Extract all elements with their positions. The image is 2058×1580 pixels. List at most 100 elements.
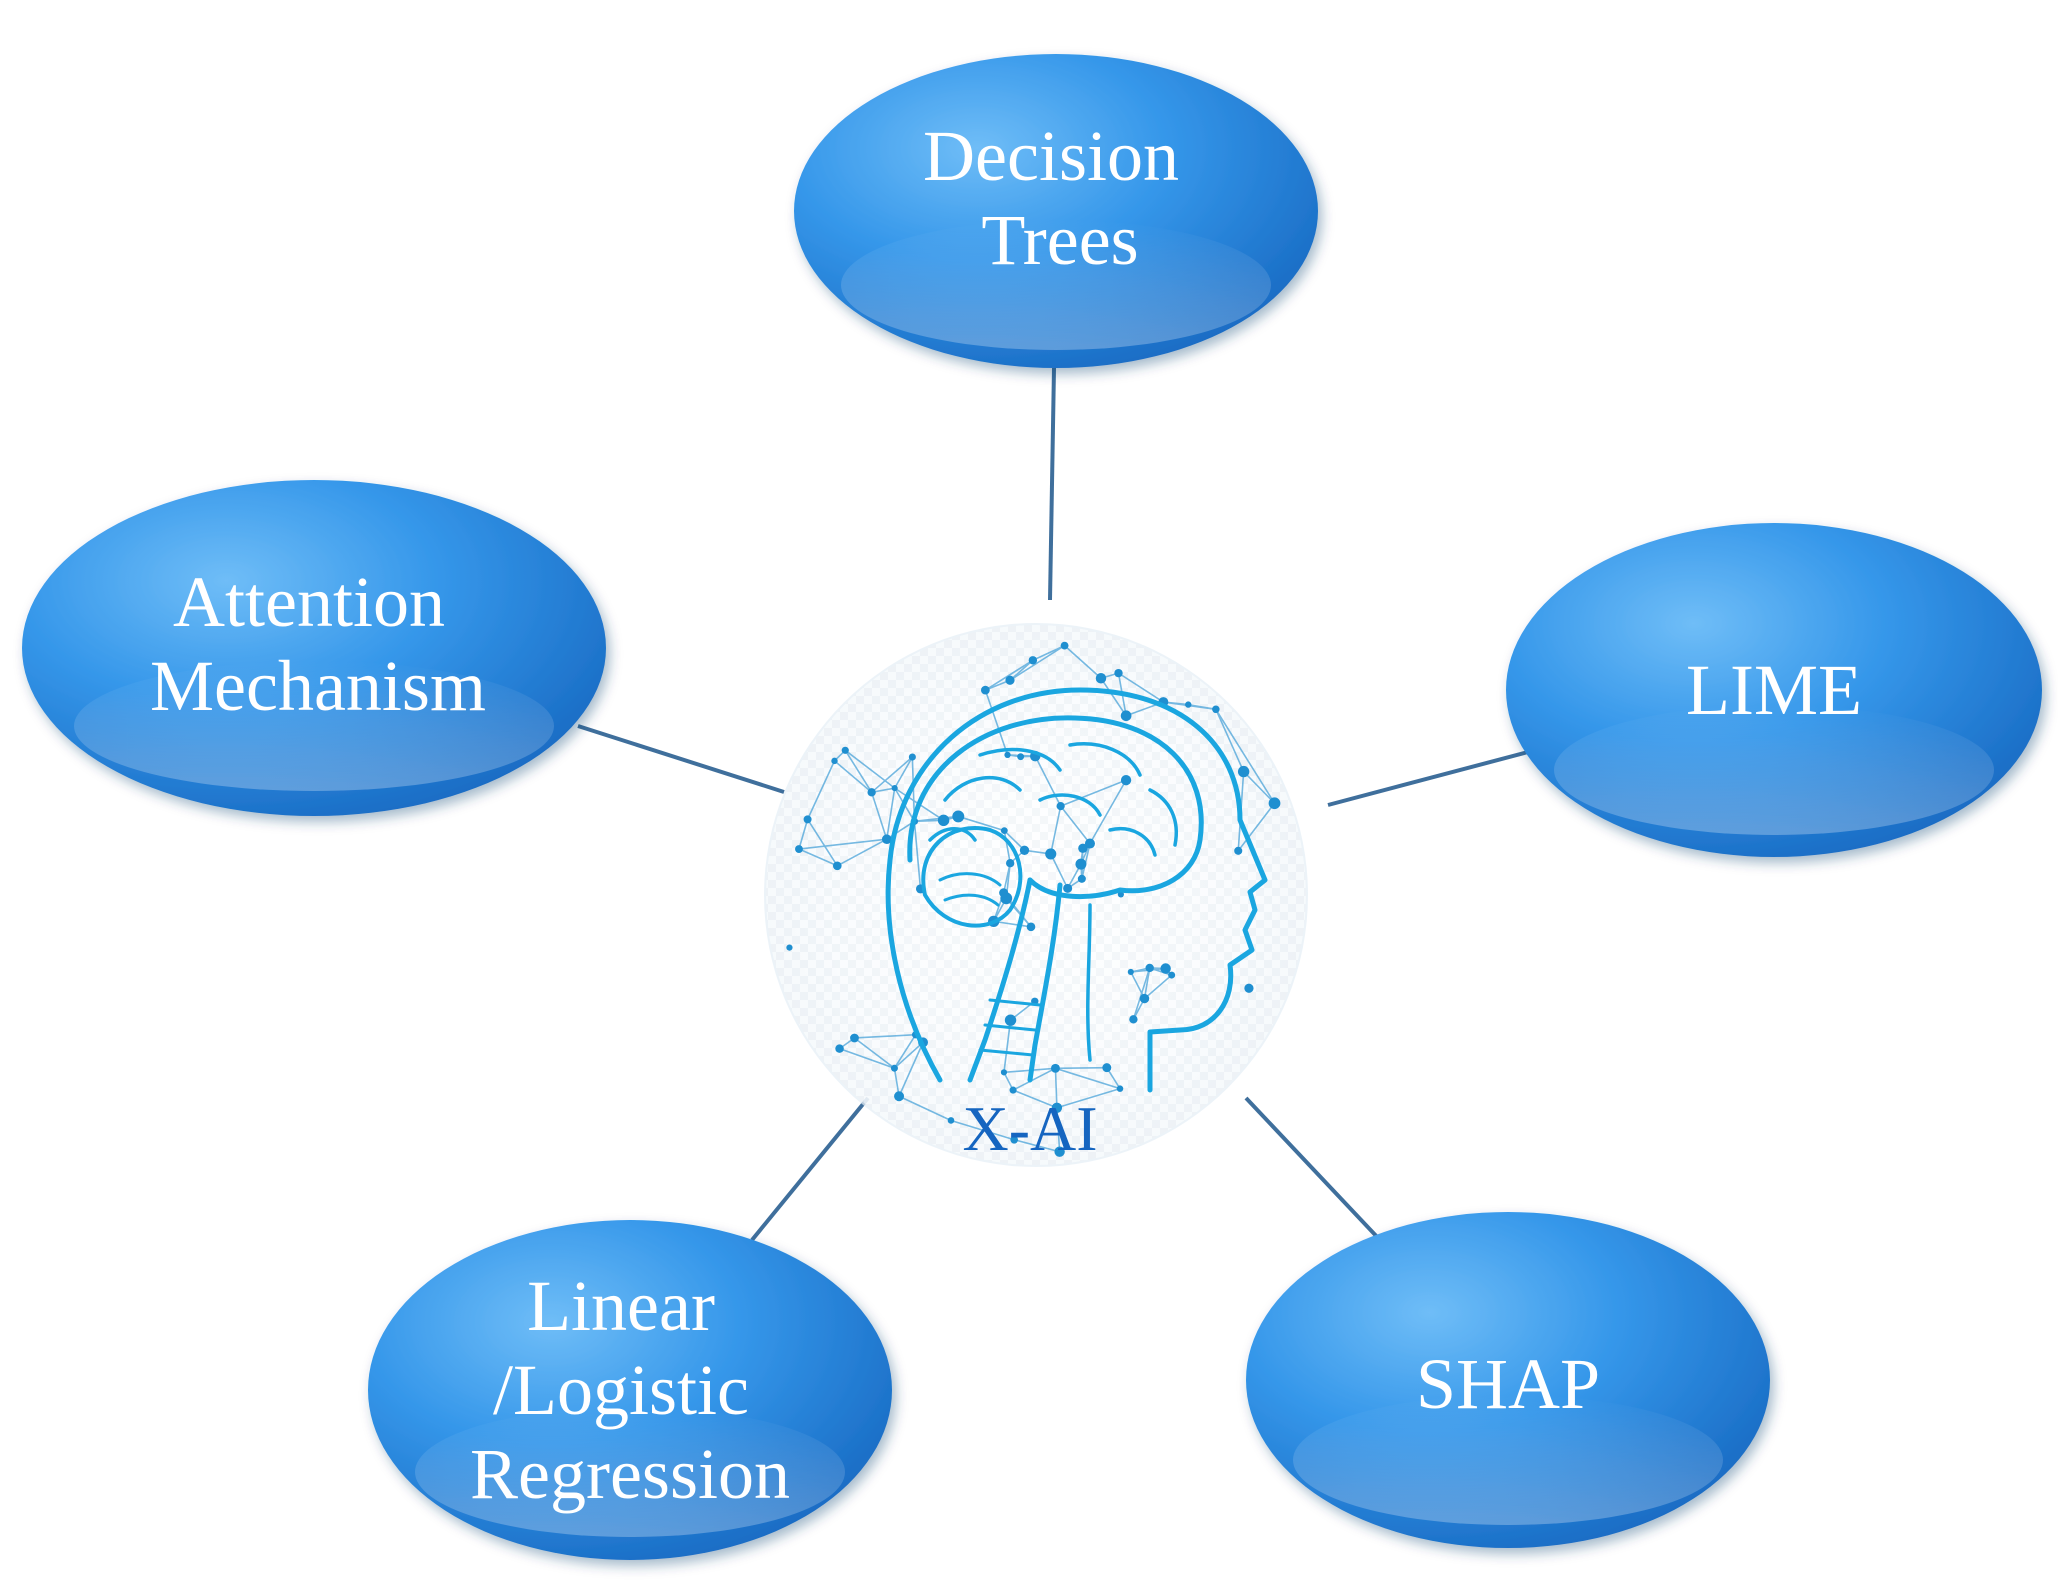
mesh-edge [836,838,888,867]
mesh-edge [893,1034,917,1069]
mesh-node [1234,846,1243,855]
mesh-node [1019,845,1030,855]
mesh-node [881,834,892,845]
mesh-node [1078,843,1088,853]
mesh-node [1139,993,1150,1004]
node-lime [1506,523,2042,857]
mesh-edge [1050,853,1069,889]
mesh-edge [1081,843,1091,879]
mesh-edge [1055,1066,1107,1070]
mesh-node [1129,1015,1138,1024]
mesh-node [1077,874,1086,883]
mesh-node [1000,1069,1008,1076]
brain-head-network-icon [885,687,1268,1093]
mesh-node [1095,673,1107,684]
mesh-edge [853,1037,895,1069]
mesh-node [1145,963,1154,973]
mesh-node [1060,641,1069,650]
mesh-edge [1032,644,1065,661]
mesh-edge [1188,703,1216,711]
mesh-node [1116,1085,1124,1092]
mesh-edge [1054,1068,1058,1108]
mesh-edge [839,1047,895,1069]
mesh-node [1009,1086,1017,1094]
mesh-edge [1055,1067,1121,1090]
svg-text:Decision Trees: Decision Trees [923,116,1197,280]
connector-attention-mechanism [577,724,785,794]
mesh-edge [1009,644,1066,681]
mesh-edge [1100,677,1127,717]
node-attention-mechanism-line-1: Attention [173,562,445,642]
mesh-node [1045,848,1057,860]
mesh-node [1102,1063,1112,1073]
node-decision-trees [794,54,1318,368]
mesh-node [1026,922,1036,932]
mesh-node [1017,753,1025,761]
svg-text:LIME: LIME [1686,650,1862,730]
node-linear-logistic-regression-line-1: Linear [527,1266,715,1346]
mesh-edge [1049,805,1062,855]
connectors [577,367,1529,1242]
mesh-node [1237,765,1250,778]
mesh-node [937,814,950,827]
mesh-node [1063,883,1073,893]
mesh-node [786,944,793,951]
mesh-node [1084,838,1095,849]
mesh-edge [1089,779,1127,844]
mesh-edge [1237,802,1276,852]
mesh-edge [1056,1107,1061,1152]
mesh-edge [1034,755,1062,807]
mesh-node [947,1117,955,1124]
mesh-edge [1012,1089,1058,1109]
mesh-node [1005,675,1015,685]
mesh-node [1004,751,1011,759]
node-linear-logistic-regression [368,1220,892,1560]
node-decision-trees-line-1: Decision [923,116,1179,196]
mesh-node [1050,1063,1060,1073]
mesh-node [952,810,965,823]
mesh-node [850,1033,859,1043]
node-lime-line-1: LIME [1686,650,1862,730]
connector-lime [1327,750,1529,807]
mesh-node [1051,1102,1063,1113]
mesh-node [831,757,838,765]
connector-decision-trees [1048,367,1056,601]
mesh-node [867,788,876,797]
mesh-node [908,753,916,761]
mesh-node [832,861,842,871]
mesh-node [1114,668,1123,678]
mesh-node [835,1044,844,1053]
mesh-node [1185,701,1192,708]
mesh-node [841,746,849,754]
mesh-edge [1243,771,1276,804]
mesh-node [1054,1146,1065,1157]
mesh-edge [898,1042,924,1097]
mesh-node [1160,963,1171,974]
mesh-edge [1130,971,1146,999]
connector-shap [1244,1096,1382,1242]
node-attention-mechanism-line-2: Mechanism [150,646,486,726]
mesh-edge [798,838,887,850]
node-decision-trees-line-2: Trees [981,200,1138,280]
mesh-node [894,1091,905,1102]
mesh-edge [984,659,1034,691]
mesh-edge [806,760,836,820]
mesh-node [1004,1014,1017,1026]
mesh-edge [1215,708,1245,772]
mesh-node [891,785,898,792]
mesh-node [1075,858,1087,870]
mesh-edge [1056,1087,1121,1109]
mesh-edge [1012,1067,1056,1091]
mesh-node [981,685,990,695]
mesh-edge [854,1033,916,1039]
node-linear-logistic-regression-line-2: /Logistic [493,1350,749,1430]
mesh-node [1117,891,1124,898]
mesh-edge [798,819,809,850]
network-mesh [766,625,1306,1165]
mesh-edge [1002,863,1011,893]
mesh-edge [993,920,1032,928]
mesh-edge [958,815,1005,832]
mesh-node [795,845,803,853]
svg-text:Attention Mechanism: Attention Mechanism [150,562,486,726]
